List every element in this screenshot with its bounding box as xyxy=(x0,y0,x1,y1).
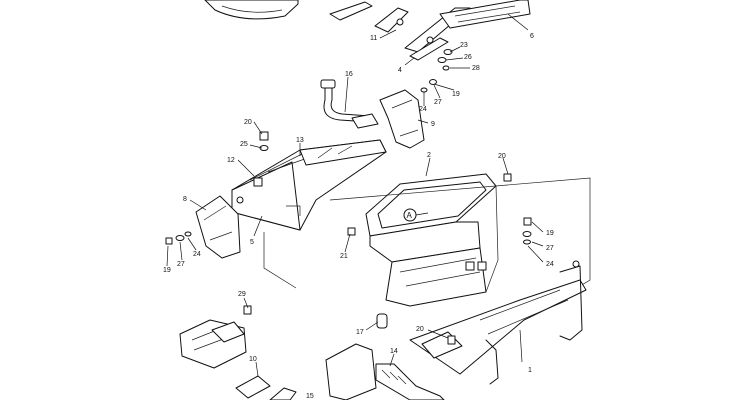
callout-28: 28 xyxy=(472,65,480,72)
bottom-left-bracket-part xyxy=(179,319,297,400)
callout-13: 13 xyxy=(296,137,304,144)
callout-11: 11 xyxy=(370,35,377,42)
callout-23: 23 xyxy=(460,42,468,49)
callout-29: 29 xyxy=(238,291,246,298)
callout-19b: 19 xyxy=(546,230,554,237)
callout-8: 8 xyxy=(183,196,187,203)
main-tray-frame-part xyxy=(365,173,499,307)
callout-25: 25 xyxy=(240,141,248,148)
callout-27b: 27 xyxy=(177,261,185,268)
callout-6: 6 xyxy=(530,33,534,40)
callout-labels: 1 2 4 5 6 8 9 10 11 12 13 14 15 16 17 19… xyxy=(163,33,554,400)
side-cover-right-part xyxy=(379,89,425,149)
bolt-fasteners xyxy=(165,131,532,345)
leader-lines xyxy=(166,13,544,377)
callout-10: 10 xyxy=(249,356,257,363)
side-cover-left-part xyxy=(195,195,241,259)
callout-24c: 24 xyxy=(546,261,554,268)
callout-17: 17 xyxy=(356,329,364,336)
callout-27a: 27 xyxy=(434,99,442,106)
callout-24b: 24 xyxy=(193,251,201,258)
callout-1: 1 xyxy=(528,367,532,374)
callout-14: 14 xyxy=(390,348,398,355)
cable-hose-part xyxy=(320,79,379,129)
callout-20c: 20 xyxy=(416,326,424,333)
callout-15: 15 xyxy=(306,393,314,400)
callout-9: 9 xyxy=(431,121,435,128)
callout-16: 16 xyxy=(345,71,353,78)
control-box-left-part xyxy=(231,139,387,231)
reference-mark-label: A xyxy=(407,211,413,220)
callout-5: 5 xyxy=(250,239,254,246)
callout-24a: 24 xyxy=(419,106,427,113)
bottom-slide-part xyxy=(325,313,445,400)
callout-26: 26 xyxy=(464,54,472,61)
callout-20a: 20 xyxy=(244,119,252,126)
callout-21: 21 xyxy=(340,253,348,260)
callout-2: 2 xyxy=(427,152,431,159)
reference-mark-a: A xyxy=(403,208,429,222)
lever-assembly-part xyxy=(329,0,531,61)
callout-19a: 19 xyxy=(163,267,171,274)
callout-19c: 19 xyxy=(452,91,460,98)
callout-20b: 20 xyxy=(498,153,506,160)
callout-27c: 27 xyxy=(546,245,554,252)
callout-12: 12 xyxy=(227,157,235,164)
callout-4: 4 xyxy=(398,67,402,74)
top-left-cover-part xyxy=(204,0,299,20)
